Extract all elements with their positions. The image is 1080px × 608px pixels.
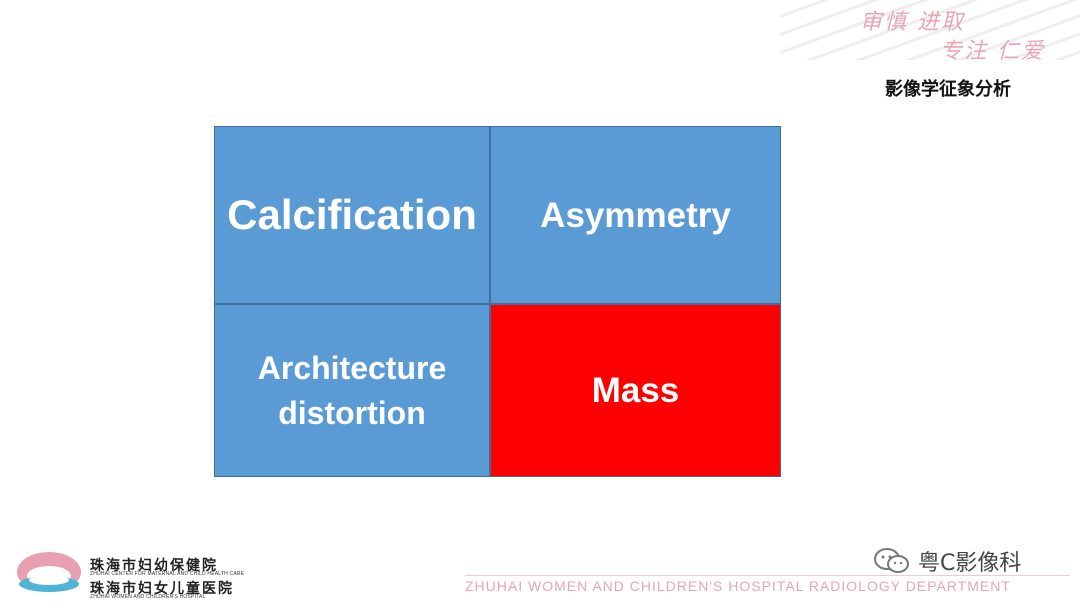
hospital-name-en-1: ZHUHAI CENTER FOR MATERNAL AND CHILD HEA… xyxy=(90,571,245,577)
sign-grid: Calcification Asymmetry Architecture dis… xyxy=(214,126,781,477)
department-name: ZHUHAI WOMEN AND CHILDREN'S HOSPITAL RAD… xyxy=(465,578,1011,594)
hospital-logo-icon xyxy=(17,552,81,592)
cell-mass: Mass xyxy=(490,304,781,477)
cell-label-line-2: distortion xyxy=(278,394,426,431)
hospital-name-en-2: ZHUHAI WOMEN AND CHILDREN'S HOSPITAL xyxy=(90,594,206,600)
cell-label: Calcification xyxy=(227,190,477,238)
footer-divider xyxy=(465,575,1070,576)
slide-subject: 影像学征象分析 xyxy=(885,79,1011,100)
cell-label-line-1: Architecture xyxy=(257,349,447,386)
cell-calcification: Calcification xyxy=(214,126,490,304)
hospital-name-cn-2: 珠海市妇女儿童医院 xyxy=(90,581,234,597)
cell-label: Asymmetry xyxy=(540,195,731,235)
motto-line-1: 审慎 进取 xyxy=(860,10,965,35)
hospital-name-cn-1: 珠海市妇幼保健院 xyxy=(90,558,218,574)
wechat-account-name: 粤C影像科 xyxy=(918,551,1022,576)
cell-architecture-distortion: Architecture distortion xyxy=(214,304,490,477)
cell-asymmetry: Asymmetry xyxy=(490,126,781,304)
wechat-icon xyxy=(874,548,909,573)
motto-line-2: 专注 仁爱 xyxy=(940,39,1045,64)
wechat-watermark: 粤C影像科 xyxy=(872,545,1021,577)
cell-label: Mass xyxy=(591,371,680,410)
